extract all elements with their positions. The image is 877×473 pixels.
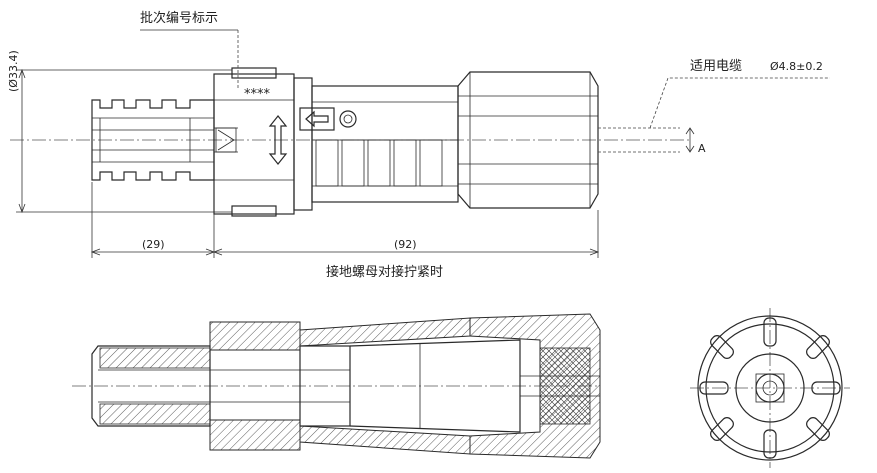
cable-nut xyxy=(457,71,599,209)
datum-label: A xyxy=(698,142,706,155)
leader-cable xyxy=(649,77,830,129)
caption: 接地螺母对接拧紧时 xyxy=(326,264,443,280)
end-view xyxy=(690,308,850,468)
side-view xyxy=(10,29,830,258)
dim-left: (29) xyxy=(142,238,165,251)
dim-diameter: (Ø33.4) xyxy=(7,50,20,92)
section-view xyxy=(72,313,601,459)
cable-label: 适用电缆 xyxy=(690,58,742,74)
batch-mark-label: 批次编号标示 xyxy=(140,10,218,26)
cable-diameter: Ø4.8±0.2 xyxy=(770,60,823,73)
latch-housing xyxy=(213,67,295,217)
batch-mark-value: **** xyxy=(244,87,271,102)
cable xyxy=(598,127,680,153)
mid-body xyxy=(293,77,459,211)
dim-right: (92) xyxy=(394,238,417,251)
